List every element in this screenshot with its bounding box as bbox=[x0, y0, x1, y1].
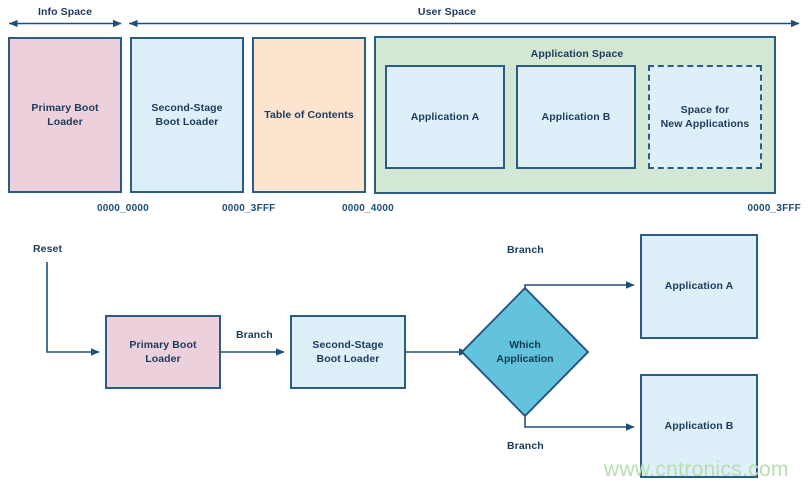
address-label-3: 0000_3FFF bbox=[747, 203, 801, 214]
memory-region-primary-boot-loader[interactable]: Primary Boot Loader bbox=[8, 37, 122, 193]
flow-node-which-application[interactable]: Which Application bbox=[462, 288, 588, 416]
reset-label: Reset bbox=[33, 243, 63, 255]
flow-node-second-stage-boot-loader-label: Second-Stage Boot Loader bbox=[312, 338, 384, 365]
application-space-item-application-b[interactable]: Application B bbox=[516, 65, 636, 169]
flow-node-primary-boot-loader[interactable]: Primary Boot Loader bbox=[105, 315, 221, 389]
application-space-item-space-for-new-applications-label: Space for New Applications bbox=[660, 103, 750, 130]
flow-node-which-application-label: Which Application bbox=[496, 338, 554, 365]
application-space-label: Application Space bbox=[530, 48, 624, 60]
memory-region-table-of-contents[interactable]: Table of Contents bbox=[252, 37, 366, 193]
info-space-label: Info Space bbox=[37, 6, 93, 18]
user-space-label: User Space bbox=[417, 6, 477, 18]
address-label-2: 0000_4000 bbox=[342, 203, 394, 214]
edge-label-branch-decision-appB: Branch bbox=[507, 440, 544, 452]
address-label-0: 0000_0000 bbox=[97, 203, 149, 214]
edge-label-branch-pbl-ssbl: Branch bbox=[236, 329, 273, 341]
flow-node-application-a[interactable]: Application A bbox=[640, 234, 758, 339]
flow-node-second-stage-boot-loader[interactable]: Second-Stage Boot Loader bbox=[290, 315, 406, 389]
memory-region-second-stage-boot-loader-label: Second-Stage Boot Loader bbox=[151, 101, 223, 128]
edge-label-branch-decision-appA: Branch bbox=[507, 244, 544, 256]
address-label-1: 0000_3FFF bbox=[222, 203, 276, 214]
site-watermark: www.cntronics.com bbox=[604, 458, 789, 481]
edge-decision-to-appB bbox=[524, 416, 635, 431]
edge-decision-to-appA bbox=[524, 281, 635, 289]
application-space-item-application-b-label: Application B bbox=[541, 110, 611, 123]
application-space-item-application-a[interactable]: Application A bbox=[385, 65, 505, 169]
memory-region-table-of-contents-label: Table of Contents bbox=[264, 108, 354, 121]
memory-region-application-space[interactable]: Application Space Application A Applicat… bbox=[374, 36, 776, 194]
flow-node-application-b-label: Application B bbox=[664, 419, 734, 432]
memory-region-second-stage-boot-loader[interactable]: Second-Stage Boot Loader bbox=[130, 37, 244, 193]
flow-node-primary-boot-loader-label: Primary Boot Loader bbox=[129, 338, 197, 365]
flow-node-application-b[interactable]: Application B bbox=[640, 374, 758, 478]
memory-region-primary-boot-loader-label: Primary Boot Loader bbox=[31, 101, 99, 128]
application-space-item-space-for-new-applications[interactable]: Space for New Applications bbox=[648, 65, 762, 169]
reset-connector bbox=[46, 262, 100, 356]
flow-node-application-a-label: Application A bbox=[664, 280, 734, 293]
application-space-item-application-a-label: Application A bbox=[410, 110, 480, 123]
